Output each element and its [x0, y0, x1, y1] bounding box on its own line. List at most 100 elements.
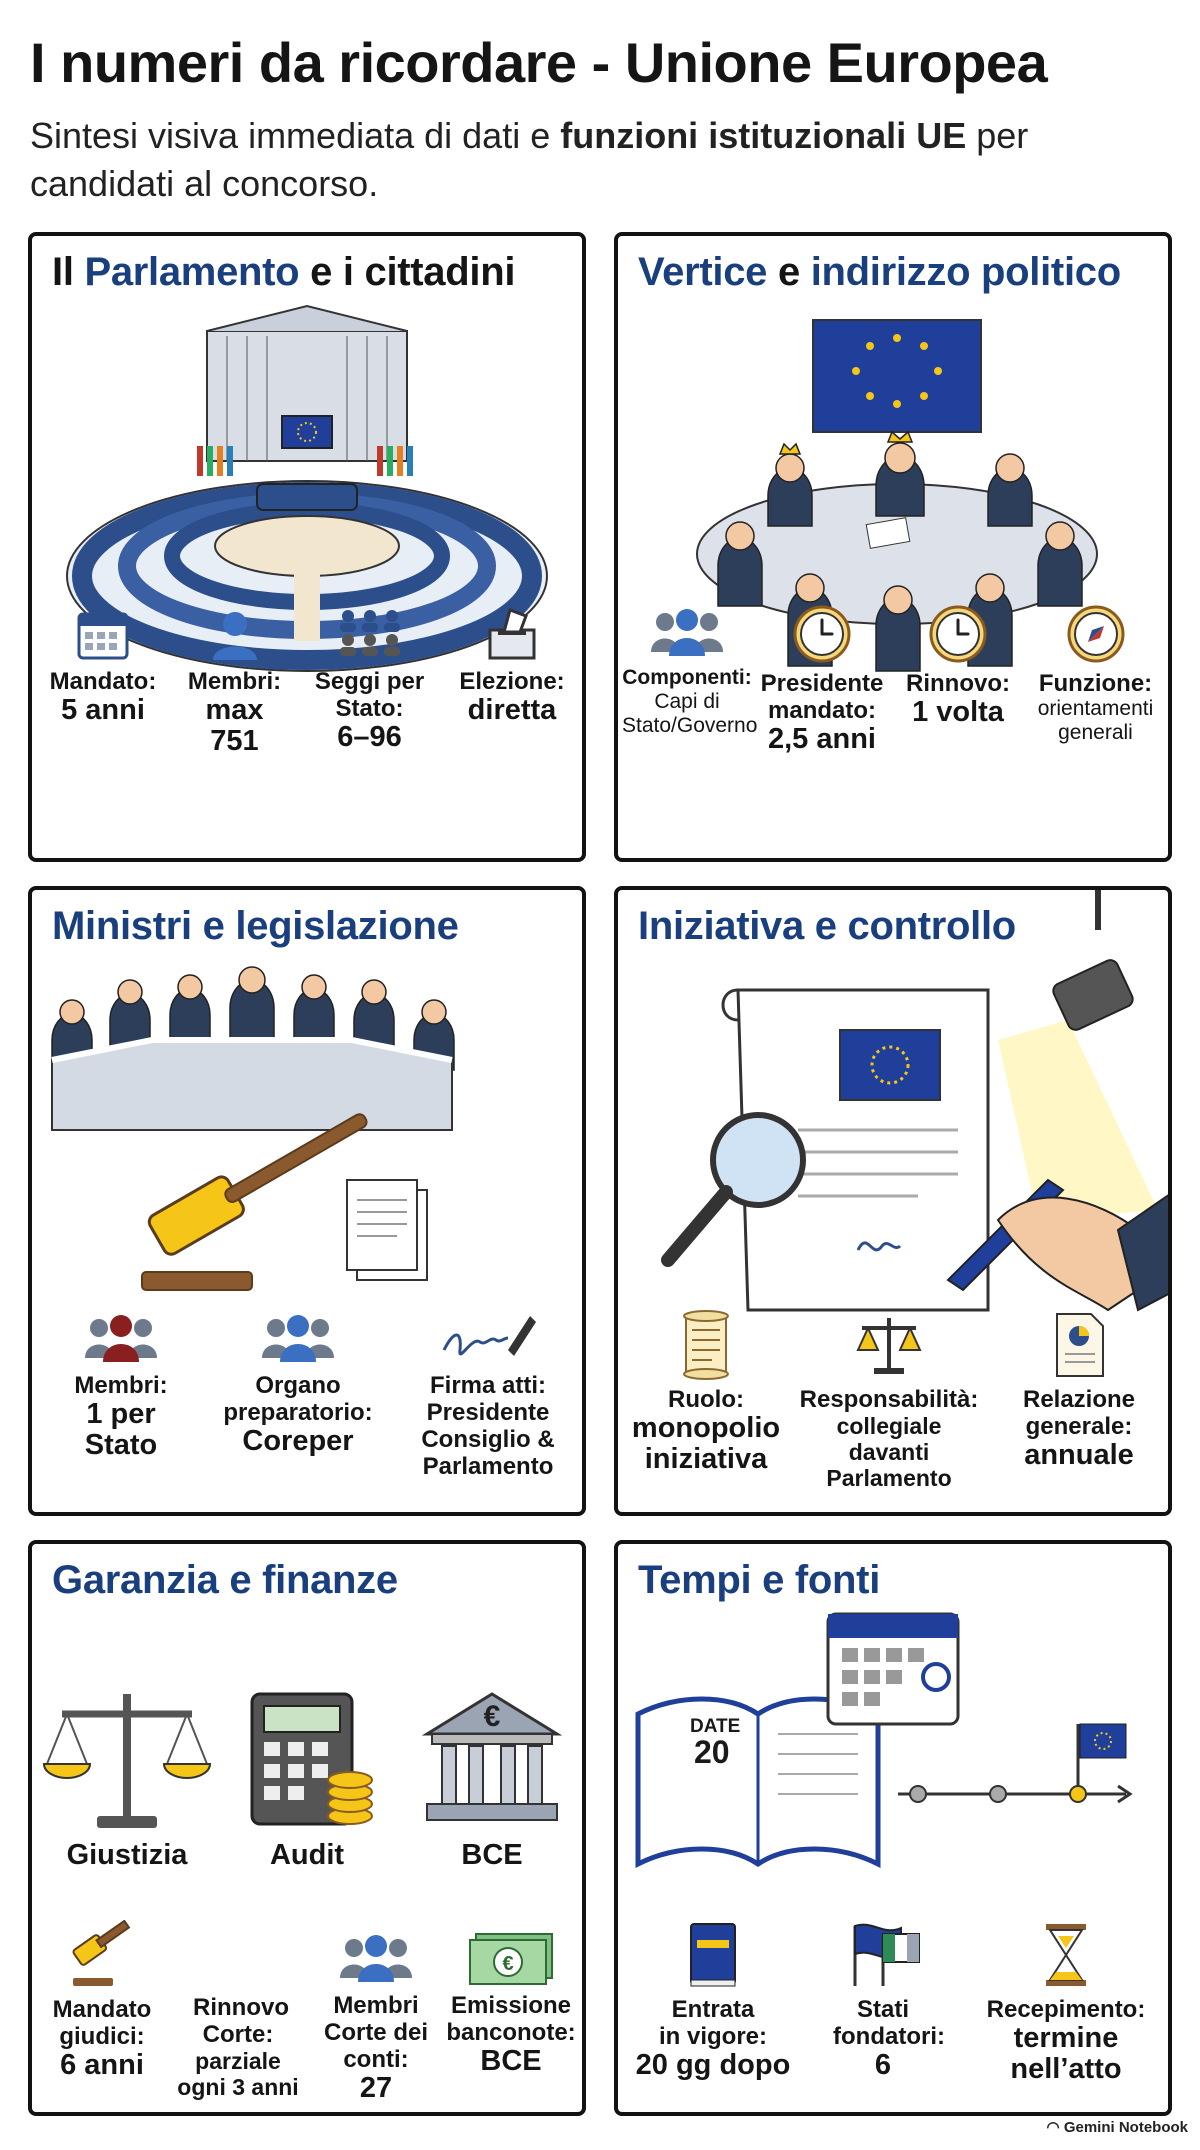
stat-stati-fondatori: Stati fondatori: 6: [808, 1920, 958, 2081]
subtitle-bold-text: funzioni istituzionali UE: [560, 115, 967, 156]
hourglass-icon: [1046, 1924, 1086, 1986]
panel-title: Il Parlamento e i cittadini: [52, 250, 516, 294]
stat-value: Coreper: [242, 1425, 354, 1457]
stat-membri: Membri: max 751: [172, 606, 297, 757]
panel-ministri: Ministri e legislazione Membri: 1 per St…: [28, 886, 586, 1516]
brand-logo-icon: ◠: [1046, 2119, 1064, 2136]
stat-funzione: Funzione: orientamenti generali: [1023, 604, 1168, 745]
panel-tempi: Tempi e fonti DATE 20 Entrata in vigore:…: [614, 1540, 1172, 2116]
panel-title: Tempi e fonti: [638, 1558, 881, 1602]
big-giustizia: Giustizia: [42, 1684, 212, 1871]
group-icon: [85, 1315, 157, 1362]
stat-label: Entrata in vigore:: [658, 1996, 767, 2050]
group-icon: [340, 1935, 412, 1982]
stat-label: Rinnovo:: [906, 670, 1010, 697]
footer-brand: ◠ Gemini Notebook: [1047, 2118, 1188, 2136]
stat-value: max 751: [205, 694, 264, 757]
stat-mandato-giudici: Mandato giudici: 6 anni: [38, 1920, 166, 2081]
panel-iniziativa: Iniziativa e controllo Ruolo: monopolio …: [614, 886, 1172, 1516]
stat-value: termine nell’atto: [1010, 2022, 1122, 2085]
panel-title: Iniziativa e controllo: [638, 904, 1016, 948]
report-icon: [1056, 1313, 1104, 1377]
stat-presidente: Presidente mandato: 2,5 anni: [752, 604, 892, 755]
bank-euro-icon: €: [421, 1692, 563, 1821]
stat-value: monopolio iniziativa: [631, 1412, 781, 1475]
stat-label: Organo preparatorio:: [223, 1372, 373, 1426]
panel-title: Garanzia e finanze: [52, 1558, 398, 1602]
page-title: I numeri da ricordare - Unione Europea: [30, 31, 1048, 94]
commission-proposal-illustration: [661, 890, 1168, 1312]
stat-label: Membri:: [74, 1372, 168, 1399]
stat-emissione-banconote: € Emissione banconote: BCE: [438, 1930, 582, 2077]
stat-value: 20 gg dopo: [635, 2049, 791, 2081]
stat-firma-atti: Firma atti: Presidente Consiglio & Parla…: [398, 1310, 578, 1480]
big-label: Giustizia: [66, 1839, 188, 1871]
banknote-icon: €: [469, 1933, 553, 1985]
stat-label: Membri:: [187, 668, 282, 695]
european-council-summit-illustration: [696, 319, 1098, 672]
person-icon: [212, 612, 257, 660]
stat-label: Emissione banconote:: [446, 1992, 576, 2046]
parliament-hemicycle-illustration: [66, 304, 548, 672]
stat-seggi: Seggi per Stato: 6–96: [302, 606, 437, 753]
stat-label: Componenti:: [622, 666, 752, 689]
stat-value: 2,5 anni: [768, 723, 876, 755]
stat-entrata-vigore: Entrata in vigore: 20 gg dopo: [628, 1920, 798, 2081]
stat-label: Seggi per Stato:: [314, 668, 425, 722]
stat-value: 6 anni: [60, 2049, 144, 2081]
stat-elezione: Elezione: diretta: [442, 606, 582, 726]
stat-value: 1 per Stato: [84, 1398, 158, 1461]
scales-icon: [42, 1694, 212, 1828]
stat-label: Recepimento:: [986, 1996, 1146, 2023]
svg-text:€: €: [502, 1953, 513, 1975]
signature-pen-icon: [442, 1316, 536, 1356]
group-icon: [651, 609, 723, 656]
book-date-number: 20: [694, 1734, 730, 1770]
stat-label: Stati fondatori:: [833, 1996, 945, 2050]
stat-value: 6: [874, 2049, 892, 2081]
stat-organo-preparatorio: Organo preparatorio: Coreper: [218, 1310, 378, 1457]
stat-value: Presidente Consiglio & Parlamento: [421, 1399, 555, 1480]
calculator-icon: [250, 1692, 373, 1826]
stat-responsabilita: Responsabilità: collegiale davanti Parla…: [794, 1310, 984, 1491]
stat-rinnovo: Rinnovo: 1 volta: [898, 604, 1018, 728]
panel-vertice: Vertice e indirizzo politico Componenti:…: [614, 232, 1172, 862]
compass-icon: [1067, 605, 1124, 663]
stat-value: collegiale davanti Parlamento: [826, 1413, 952, 1491]
panel-title: Ministri e legislazione: [52, 904, 459, 948]
stat-recepimento: Recepimento: termine nell’atto: [968, 1920, 1164, 2085]
stat-label: Responsabilità:: [799, 1386, 979, 1413]
stat-value: 1 volta: [912, 696, 1004, 728]
panel-garanzia: Garanzia e finanze Giustizia Audit € BCE…: [28, 1540, 586, 2116]
stat-label: Rinnovo Corte:: [193, 1994, 289, 2048]
stat-label: Presidente mandato:: [760, 670, 884, 724]
book-icon: [690, 1923, 736, 1987]
page-subtitle: Sintesi visiva immediata di dati e funzi…: [30, 112, 1130, 208]
stat-value: Capi di Stato/Governo: [622, 690, 758, 737]
timeline-illustration: [635, 1612, 1133, 1869]
stat-relazione: Relazione generale: annuale: [994, 1310, 1164, 1471]
group-seats-icon: [339, 610, 400, 656]
stat-label: Mandato giudici:: [52, 1996, 152, 2050]
subtitle-text: Sintesi visiva immediata di dati e: [30, 115, 561, 156]
brand-label: Gemini Notebook: [1063, 2119, 1188, 2136]
gavel-icon: [72, 1920, 131, 1986]
stat-value: 5 anni: [61, 694, 145, 726]
stat-value: annuale: [1024, 1439, 1134, 1471]
stat-label: Membri Corte dei conti:: [323, 1992, 428, 2073]
stat-value: 6–96: [337, 721, 402, 753]
clock-icon: [793, 605, 851, 663]
scroll-icon: [683, 1310, 729, 1380]
council-ministers-illustration: [51, 966, 455, 1291]
stat-value: diretta: [467, 694, 557, 726]
stat-value: 27: [359, 2072, 393, 2104]
big-label: BCE: [461, 1839, 523, 1871]
panel-title: Vertice e indirizzo politico: [638, 250, 1121, 294]
big-label: Audit: [269, 1839, 345, 1871]
scales-icon: [856, 1318, 922, 1374]
group-icon: [262, 1315, 334, 1362]
calendar-icon: [77, 612, 129, 660]
stat-membri-corte-conti: Membri Corte dei conti: 27: [316, 1930, 436, 2104]
clock-icon: [929, 605, 987, 663]
stat-value: orientamenti generali: [1037, 697, 1154, 744]
